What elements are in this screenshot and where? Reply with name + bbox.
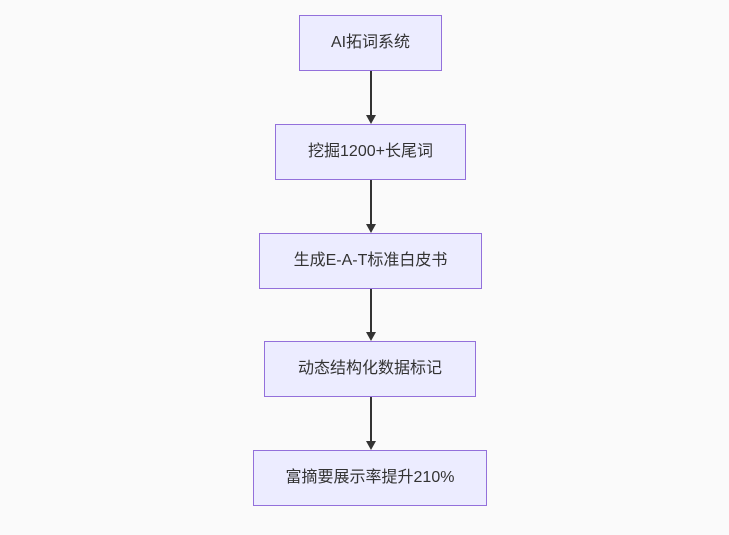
flowchart-node-dynamic-structured-data-markup: 动态结构化数据标记 — [264, 341, 476, 397]
node-label: 富摘要展示率提升210% — [285, 469, 455, 487]
arrowhead-down-icon — [365, 224, 376, 233]
flow-arrow-1 — [364, 71, 377, 124]
arrowhead-down-icon — [365, 332, 376, 341]
arrow-line — [369, 397, 372, 441]
node-label: 挖掘1200+长尾词 — [308, 143, 433, 161]
flow-arrow-3 — [364, 289, 377, 341]
node-label: AI拓词系统 — [330, 34, 411, 52]
flowchart-node-longtail-keyword-mining: 挖掘1200+长尾词 — [275, 124, 466, 180]
flowchart-node-ai-word-expansion-system: AI拓词系统 — [299, 15, 442, 71]
arrow-line — [369, 71, 372, 115]
arrow-line — [369, 289, 372, 332]
arrow-line — [369, 180, 372, 224]
arrowhead-down-icon — [365, 441, 376, 450]
node-label: 生成E-A-T标准白皮书 — [293, 252, 448, 270]
flow-arrow-4 — [364, 397, 377, 450]
node-label: 动态结构化数据标记 — [297, 360, 442, 378]
flowchart-node-rich-snippet-rate-increase: 富摘要展示率提升210% — [253, 450, 487, 506]
flow-arrow-2 — [364, 180, 377, 233]
arrowhead-down-icon — [365, 115, 376, 124]
flowchart-node-eat-whitepaper-generation: 生成E-A-T标准白皮书 — [259, 233, 482, 289]
